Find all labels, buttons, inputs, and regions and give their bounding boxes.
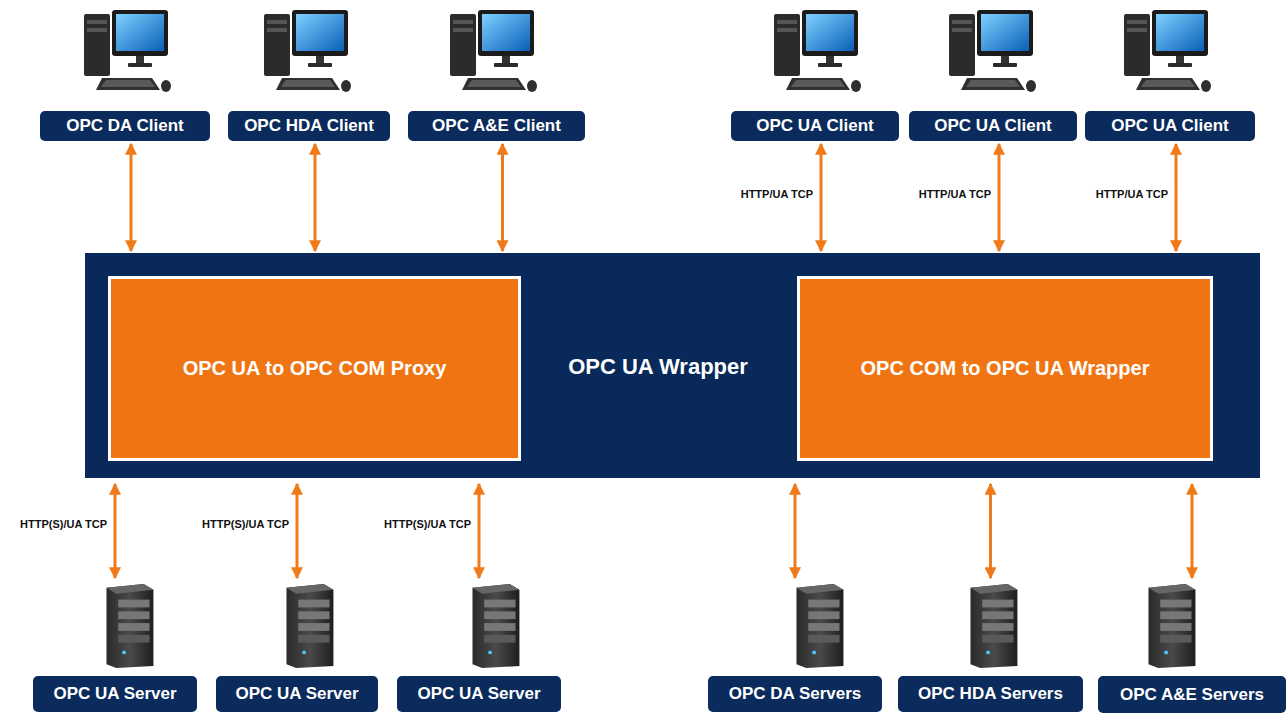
computer-icon xyxy=(1124,10,1211,92)
bidirectional-arrow xyxy=(1191,484,1194,578)
protocol-label: HTTP/UA TCP xyxy=(740,188,814,200)
node-text: OPC DA Client xyxy=(66,116,183,136)
bidirectional-arrow xyxy=(989,484,992,578)
bidirectional-arrow xyxy=(1175,144,1178,251)
node-text: OPC UA Server xyxy=(235,684,358,704)
protocol-label: HTTP(S)/UA TCP xyxy=(19,518,108,530)
bidirectional-arrow xyxy=(478,484,481,578)
bidirectional-arrow xyxy=(998,144,1001,251)
component-box: OPC UA to OPC COM Proxy xyxy=(108,276,521,461)
bidirectional-arrow xyxy=(794,484,797,578)
protocol-label: HTTP/UA TCP xyxy=(918,188,992,200)
server-icon xyxy=(286,584,333,668)
endpoint-label: OPC A&E Servers xyxy=(1098,676,1286,713)
component-box: OPC COM to OPC UA Wrapper xyxy=(797,276,1213,461)
node-text: OPC UA Client xyxy=(1111,116,1228,136)
endpoint-label: OPC UA Server xyxy=(216,676,378,712)
protocol-label: HTTP(S)/UA TCP xyxy=(201,518,290,530)
bidirectional-arrow xyxy=(296,484,299,578)
endpoint-label: OPC DA Servers xyxy=(708,676,882,712)
endpoint-label: OPC A&E Client xyxy=(408,111,585,141)
node-text: OPC HDA Client xyxy=(244,116,374,136)
endpoint-label: OPC UA Client xyxy=(909,111,1077,141)
endpoint-label: OPC UA Client xyxy=(731,111,899,141)
server-icon xyxy=(472,584,519,668)
bidirectional-arrow xyxy=(820,144,823,251)
computer-icon xyxy=(949,10,1036,92)
node-text: OPC HDA Servers xyxy=(918,684,1063,704)
computer-icon xyxy=(264,10,351,92)
endpoint-label: OPC UA Server xyxy=(397,676,561,712)
bidirectional-arrow xyxy=(114,484,117,578)
band-title: OPC UA Wrapper xyxy=(568,354,748,380)
endpoint-label: OPC HDA Servers xyxy=(898,676,1083,712)
bidirectional-arrow xyxy=(130,144,133,251)
node-text: OPC UA Server xyxy=(53,684,176,704)
endpoint-label: OPC UA Client xyxy=(1085,111,1255,141)
node-text: OPC DA Servers xyxy=(729,684,862,704)
wrapper-band: OPC UA Wrapper OPC UA to OPC COM Proxy OPC… xyxy=(85,253,1260,478)
node-text: OPC COM to OPC UA Wrapper xyxy=(861,357,1150,380)
server-icon xyxy=(106,584,153,668)
endpoint-label: OPC DA Client xyxy=(40,111,210,141)
server-icon xyxy=(796,584,843,668)
node-text: OPC UA Server xyxy=(417,684,540,704)
node-text: OPC UA Client xyxy=(934,116,1051,136)
server-icon xyxy=(970,584,1017,668)
protocol-label: HTTP/UA TCP xyxy=(1095,188,1169,200)
bidirectional-arrow xyxy=(314,144,317,251)
node-text: OPC UA Client xyxy=(756,116,873,136)
protocol-label: HTTP(S)/UA TCP xyxy=(383,518,472,530)
node-text: OPC A&E Client xyxy=(432,116,561,136)
computer-icon xyxy=(450,10,537,92)
server-icon xyxy=(1148,584,1195,668)
endpoint-label: OPC UA Server xyxy=(33,676,197,712)
computer-icon xyxy=(84,10,171,92)
endpoint-label: OPC HDA Client xyxy=(228,111,390,141)
computer-icon xyxy=(774,10,861,92)
node-text: OPC A&E Servers xyxy=(1120,685,1264,705)
node-text: OPC UA to OPC COM Proxy xyxy=(183,357,447,380)
bidirectional-arrow xyxy=(501,144,504,251)
